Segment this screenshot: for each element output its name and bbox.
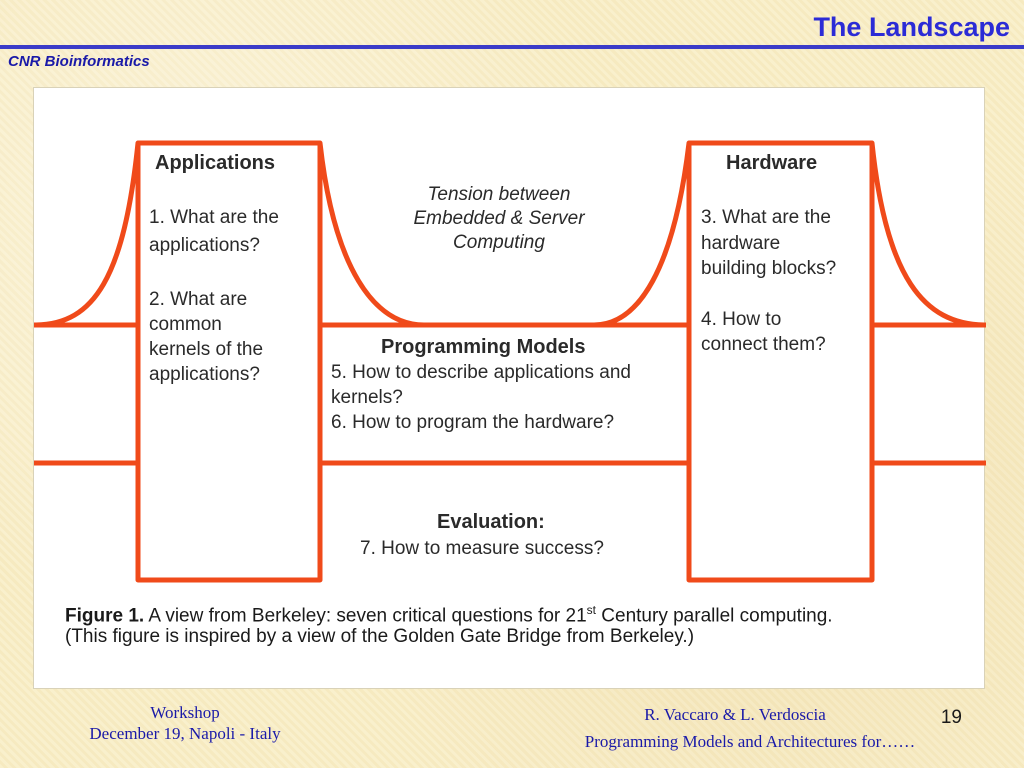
applications-line-7: applications?: [149, 364, 260, 385]
footer-authors: R. Vaccaro & L. Verdoscia: [644, 705, 826, 724]
cable-right-outer: [869, 142, 985, 328]
tension-line-2: Embedded & Server: [413, 208, 585, 229]
figure-caption-text: A view from Berkeley: seven critical que…: [148, 605, 587, 627]
applications-line-4: 2. What are: [149, 289, 248, 310]
cable-left-outer: [35, 142, 141, 328]
tension-line-1: Tension between: [427, 184, 571, 205]
evaluation-line: 7. How to measure success?: [360, 538, 604, 559]
evaluation-heading: Evaluation:: [437, 511, 545, 533]
footer-presentation-title: Programming Models and Architectures for…: [584, 732, 916, 751]
applications-line-5: common: [149, 314, 222, 335]
header-rule: [0, 45, 1024, 49]
hardware-heading: Hardware: [726, 152, 818, 174]
footer-workshop: Workshop: [150, 703, 220, 722]
bridge-diagram-lines: [34, 140, 986, 583]
programming-line-3: 6. How to program the hardware?: [331, 412, 615, 433]
programming-models-heading: Programming Models: [381, 336, 586, 358]
figure-caption-line-2: (This figure is inspired by a view of th…: [65, 626, 695, 647]
hardware-line-3: building blocks?: [701, 258, 837, 279]
cable-right-inner: [593, 142, 692, 328]
landscape-figure: Applications 1. What are the application…: [33, 87, 986, 689]
programming-line-1: 5. How to describe applications and: [331, 362, 631, 383]
figure-caption-label: Figure 1.: [65, 605, 145, 627]
applications-line-2: applications?: [149, 235, 260, 256]
footer-left: Workshop December 19, Napoli - Italy: [60, 702, 310, 744]
applications-line-6: kernels of the: [149, 339, 264, 360]
slide-title: The Landscape: [813, 12, 1010, 42]
applications-heading: Applications: [155, 152, 276, 174]
applications-line-1: 1. What are the: [149, 207, 279, 228]
programming-line-2: kernels?: [331, 387, 403, 408]
hardware-line-6: connect them?: [701, 334, 826, 355]
tension-line-3: Computing: [453, 232, 545, 253]
figure-caption-end: Century parallel computing.: [601, 605, 833, 627]
figure-caption-line-1: Figure 1. A view from Berkeley: seven cr…: [65, 598, 833, 628]
hardware-line-1: 3. What are the: [701, 207, 831, 228]
page-number: 19: [940, 707, 962, 728]
organization-label: CNR Bioinformatics: [8, 53, 150, 70]
hardware-line-2: hardware: [701, 233, 781, 254]
applications-tower: [135, 140, 323, 583]
footer-right: R. Vaccaro & L. Verdoscia Programming Mo…: [540, 704, 960, 752]
figure-caption-superscript: st: [586, 603, 597, 617]
cable-left-inner: [317, 142, 425, 328]
footer-date-location: December 19, Napoli - Italy: [89, 724, 281, 743]
hardware-line-5: 4. How to: [701, 309, 782, 330]
hardware-tower: [686, 140, 875, 583]
